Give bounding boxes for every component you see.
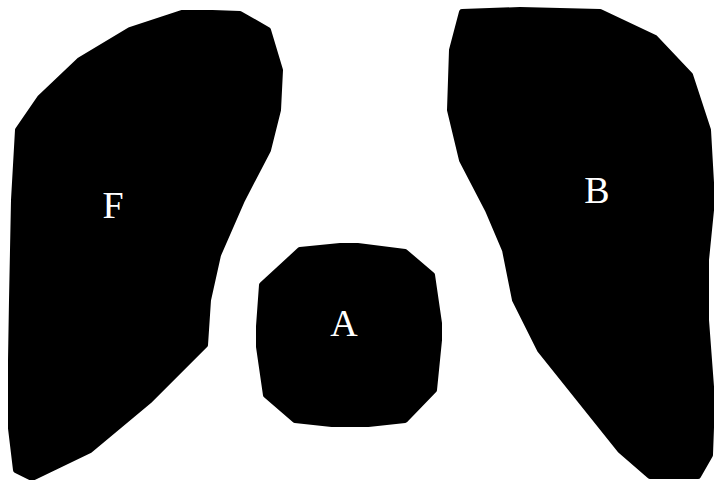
blob-outline: [8, 10, 283, 480]
region-letter: B: [584, 171, 609, 209]
blob-outline: [446, 6, 714, 480]
lobe-shape: F: [8, 10, 283, 480]
lobe-shape: A: [256, 243, 442, 427]
region-letter: F: [102, 186, 123, 224]
region-letter: A: [330, 304, 357, 342]
lobe-shape: B: [446, 6, 714, 480]
